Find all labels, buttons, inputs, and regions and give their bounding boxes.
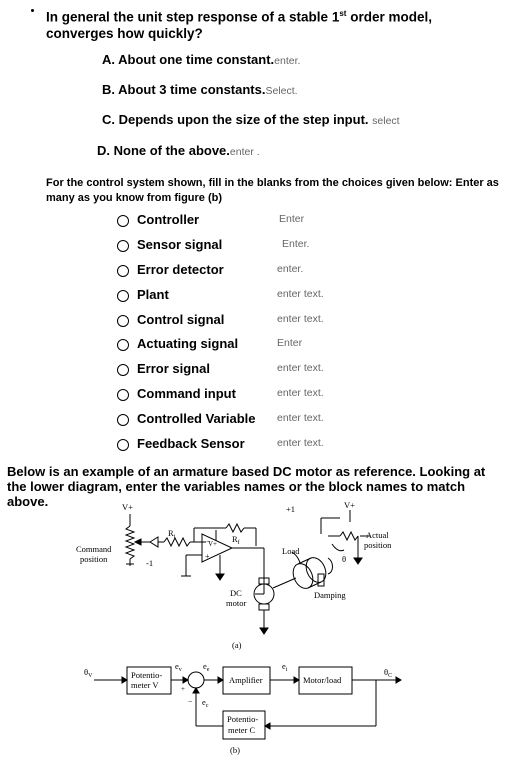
- figure-a-dc-motor-diagram: V+ +1 -1 Command position Ri Rf V+ − + L…: [76, 500, 392, 650]
- answer-field[interactable]: enter text.: [277, 412, 324, 424]
- actual-position-line2: position: [364, 540, 392, 550]
- radio-button[interactable]: [117, 265, 129, 277]
- choice-label: Sensor signal: [137, 237, 223, 252]
- motor-load-label: Motor/load: [303, 675, 342, 685]
- potentiometer-c-block: [222, 710, 266, 740]
- option-d[interactable]: D. None of the above.enter .: [97, 143, 260, 158]
- vplus-right-label: V+: [344, 500, 355, 510]
- answer-field[interactable]: enter text.: [277, 387, 324, 399]
- question-2-text: For the control system shown, fill in th…: [46, 177, 499, 204]
- answer-field[interactable]: Enter.: [282, 238, 310, 250]
- opamp-plus-label: +: [205, 552, 210, 561]
- ei-label: ei: [282, 661, 288, 673]
- radio-button[interactable]: [117, 240, 129, 252]
- plus-one-label: +1: [286, 504, 295, 514]
- choice-row-error-signal[interactable]: Error signal enter text.: [117, 361, 477, 381]
- ev-label: ev: [175, 661, 182, 673]
- option-c-hint: select: [372, 115, 400, 127]
- bullet-dot: [31, 9, 34, 12]
- choice-label: Error signal: [137, 361, 210, 376]
- theta-label: θ: [342, 554, 346, 564]
- theta-c-label: θC: [384, 667, 392, 679]
- choice-row-controlled-variable[interactable]: Controlled Variable enter text.: [117, 411, 477, 431]
- radio-button[interactable]: [117, 414, 129, 426]
- radio-button[interactable]: [117, 389, 129, 401]
- answer-field[interactable]: enter text.: [277, 437, 324, 449]
- answer-field[interactable]: enter text.: [277, 362, 324, 374]
- damping-label: Damping: [314, 590, 346, 600]
- option-a[interactable]: A. About one time constant.enter.: [102, 52, 301, 67]
- choice-label: Error detector: [137, 262, 224, 277]
- pot-c-line1: Potentio-: [227, 714, 258, 724]
- choice-label: Controlled Variable: [137, 411, 256, 426]
- choice-label: Plant: [137, 287, 169, 302]
- option-b-hint: Select.: [265, 85, 298, 97]
- choice-row-feedback-sensor[interactable]: Feedback Sensor enter text.: [117, 436, 477, 456]
- amplifier-label: Amplifier: [229, 675, 263, 685]
- question-3-text: Below is an example of an armature based…: [7, 464, 486, 509]
- answer-field[interactable]: Enter: [277, 337, 303, 349]
- summing-junction: [187, 671, 205, 689]
- answer-field[interactable]: enter text.: [277, 288, 324, 300]
- radio-button[interactable]: [117, 315, 129, 327]
- command-position-line2: position: [80, 554, 108, 564]
- choice-row-command-input[interactable]: Command input enter text.: [117, 386, 477, 406]
- dc-motor-line2: motor: [226, 598, 246, 608]
- choice-row-actuating-signal[interactable]: Actuating signal Enter: [117, 336, 477, 356]
- choice-label: Command input: [137, 386, 236, 401]
- theta-v-label: θV: [84, 667, 93, 679]
- figure-b-block-diagram: θV Potentio- meter V ev + − ee ec Amplif…: [84, 661, 402, 755]
- dc-motor-line1: DC: [230, 588, 242, 598]
- pot-v-line1: Potentio-: [131, 670, 162, 680]
- choice-row-sensor-signal[interactable]: Sensor signal Enter.: [117, 237, 477, 257]
- choice-row-error-detector[interactable]: Error detector enter.: [117, 262, 477, 282]
- command-position-line1: Command: [76, 544, 112, 554]
- pot-v-line2: meter V: [131, 680, 159, 690]
- ec-label: ec: [202, 697, 209, 709]
- pot-c-line2: meter C: [228, 725, 255, 735]
- question-1-text: In general the unit step response of a s…: [46, 9, 432, 41]
- option-d-hint: enter .: [229, 146, 260, 158]
- choice-row-controller[interactable]: Controller Enter: [117, 212, 477, 232]
- ee-label: ee: [203, 661, 210, 673]
- figure-b-caption: (b): [230, 745, 240, 755]
- plus-sign: +: [181, 685, 185, 693]
- rf-label: Rf: [232, 534, 240, 546]
- option-a-hint: enter.: [274, 55, 301, 67]
- choice-row-control-signal[interactable]: Control signal enter text.: [117, 312, 477, 332]
- radio-button[interactable]: [117, 215, 129, 227]
- opamp-vplus-label: V+: [208, 540, 217, 548]
- answer-field[interactable]: enter.: [277, 263, 304, 275]
- radio-button[interactable]: [117, 339, 129, 351]
- choice-row-plant[interactable]: Plant enter text.: [117, 287, 477, 307]
- minus-one-label: -1: [146, 558, 153, 568]
- choice-label: Actuating signal: [137, 336, 239, 351]
- radio-button[interactable]: [117, 439, 129, 451]
- choice-label: Feedback Sensor: [137, 436, 245, 451]
- opamp-minus-label: −: [206, 537, 211, 546]
- radio-button[interactable]: [117, 290, 129, 302]
- option-b[interactable]: B. About 3 time constants.Select.: [102, 82, 298, 97]
- vplus-left-label: V+: [122, 502, 133, 512]
- choice-label: Control signal: [137, 312, 225, 327]
- minus-sign: −: [188, 697, 193, 706]
- actual-position-line1: Actual: [366, 530, 389, 540]
- answer-field[interactable]: Enter: [279, 213, 305, 225]
- figure-a-caption: (a): [232, 640, 242, 650]
- radio-button[interactable]: [117, 364, 129, 376]
- answer-field[interactable]: enter text.: [277, 313, 324, 325]
- choice-label: Controller: [137, 212, 200, 227]
- option-c[interactable]: C. Depends upon the size of the step inp…: [102, 112, 400, 127]
- ri-label: Ri: [168, 528, 176, 540]
- load-label: Load: [282, 546, 300, 556]
